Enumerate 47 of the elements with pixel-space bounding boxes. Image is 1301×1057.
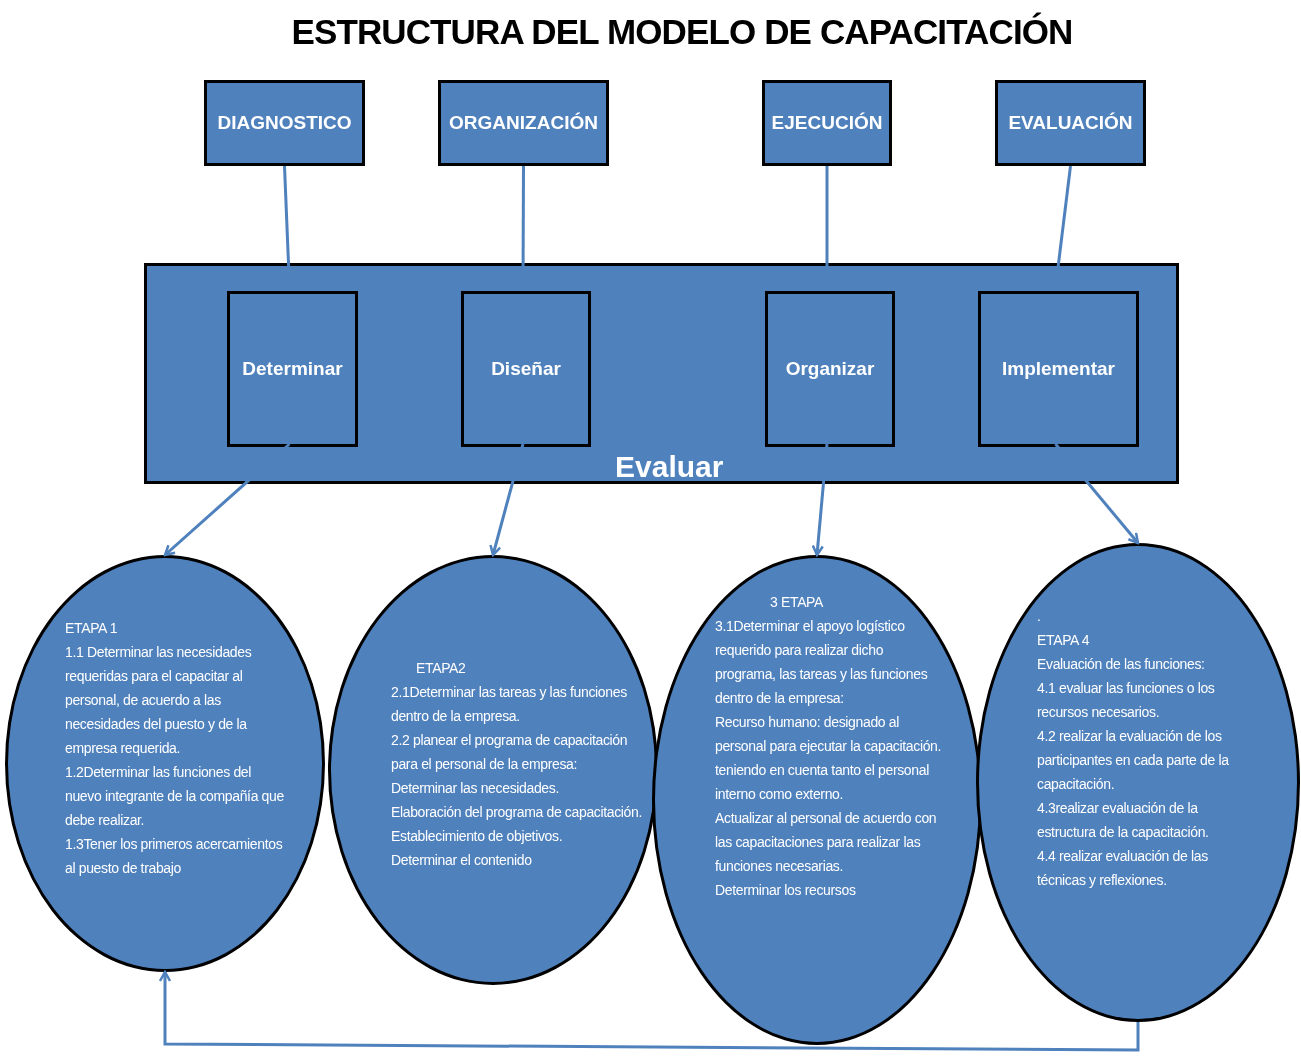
stage-text: 1.3Tener los primeros acercamientos al puesto de trabajo: [65, 835, 284, 878]
box-label: ORGANIZACIÓN: [449, 110, 598, 135]
box-label: Organizar: [785, 356, 875, 381]
connector-arrow: [811, 443, 829, 557]
process-box: [765, 291, 895, 447]
process-box: [995, 80, 1146, 166]
stage-heading: .: [1037, 607, 1042, 626]
stage-text: ETAPA 4: [1037, 631, 1091, 650]
stage-band: [144, 263, 1179, 484]
stage-text: Evaluación de las funciones:: [1037, 655, 1206, 674]
stage-text: 4.3realizar evaluación de la estructura de la capacitación.: [1037, 799, 1210, 842]
stage-text: 4.4 realizar evaluación de las técnicas y reflexiones.: [1037, 847, 1209, 890]
stage-text: 3.1Determinar el apoyo logístico requerido para realizar dicho programa, las tareas y las funciones dentro de la empresa:: [715, 617, 929, 708]
connector-arrow: [163, 442, 291, 557]
stage-text: 1.2Determinar las funciones del nuevo integrante de la compañía que debe realizar.: [65, 763, 285, 830]
stage-text: Elaboración del programa de capacitación.: [391, 803, 644, 822]
box-label: EVALUACIÓN: [1008, 110, 1133, 135]
process-box: [204, 80, 365, 166]
process-box: [762, 80, 892, 166]
stage-text: 4.2 realizar la evaluación de los participantes en cada parte de la capacitación.: [1037, 727, 1230, 794]
stage-text: Recurso humano: designado al personal para ejecutar la capacitación. teniendo en cuenta tanto el personal interno como externo.: [715, 713, 943, 804]
stage-text: Determinar el contenido: [391, 851, 533, 870]
stage-text: 2.2 planear el programa de capacitación para el personal de la empresa:: [391, 731, 629, 774]
box-label: Determinar: [242, 356, 343, 381]
stage-heading: 3 ETAPA: [769, 593, 825, 612]
stage-text: Establecimiento de objetivos.: [391, 827, 564, 846]
stage-text: Determinar los recursos: [715, 881, 857, 900]
box-label: Diseñar: [491, 356, 561, 381]
box-label: DIAGNOSTICO: [217, 110, 352, 135]
stage-heading: ETAPA2: [415, 659, 467, 678]
stage-heading: ETAPA 1: [65, 619, 119, 638]
connector-arrow: [1054, 443, 1140, 545]
box-label: Implementar: [1002, 356, 1115, 381]
band-label: Evaluar: [615, 452, 724, 482]
process-box: [227, 291, 358, 447]
connector-arrow: [158, 970, 1140, 1052]
diagram-title: ESTRUCTURA DEL MODELO DE CAPACITACIÓN: [290, 11, 1074, 53]
stage-text: Actualizar al personal de acuerdo con las capacitaciones para realizar las funciones necesarias.: [715, 809, 938, 876]
stage-text: 2.1Determinar las tareas y las funciones dentro de la empresa.: [391, 683, 628, 726]
box-label: EJECUCIÓN: [771, 110, 883, 135]
process-box: [438, 80, 609, 166]
connector-arrow: [489, 443, 525, 557]
process-box: [978, 291, 1139, 447]
stage-text: 1.1 Determinar las necesidades requeridas para el capacitar al personal, de acuerdo a las necesidades del puesto y de la empresa requerida.: [65, 643, 253, 758]
stage-text: 4.1 evaluar las funciones o los recursos necesarios.: [1037, 679, 1216, 722]
stage-text: Determinar las necesidades.: [391, 779, 560, 798]
process-box: [461, 291, 591, 447]
